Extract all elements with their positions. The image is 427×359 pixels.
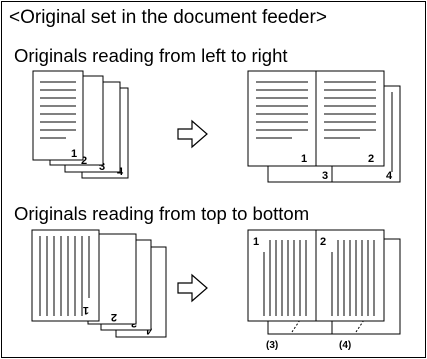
diagram-title: <Original set in the document feeder> bbox=[9, 7, 327, 28]
page-number-1: 1 bbox=[71, 148, 77, 160]
result-number-2: 2 bbox=[368, 153, 374, 165]
original-stack-top-to-bottom: 4 3 2 bbox=[31, 229, 167, 338]
result-left-to-right: 3 4 bbox=[247, 70, 401, 183]
page-number-2: 2 bbox=[81, 155, 87, 167]
rotated-page-number-1: 1 bbox=[83, 304, 89, 316]
diagram-graphics: 4 3 2 bbox=[31, 70, 401, 351]
right-arrow-icon bbox=[177, 119, 208, 149]
result-number-4: 4 bbox=[386, 170, 393, 182]
result-number-1: 1 bbox=[301, 153, 307, 165]
right-arrow-icon bbox=[177, 273, 208, 303]
rotated-page-number-2: 2 bbox=[111, 311, 117, 323]
result-front-sheet: 1 2 bbox=[247, 70, 385, 167]
page-number-3: 3 bbox=[99, 161, 105, 173]
original-page-1-rotated: 1 bbox=[31, 229, 100, 322]
section-heading-top-to-bottom: Originals reading from top to bottom bbox=[14, 203, 310, 224]
original-page-1: 1 bbox=[32, 70, 84, 161]
result-top-to-bottom: 1 2 (3) (4) bbox=[247, 229, 401, 351]
result-number-1-top: 1 bbox=[253, 236, 259, 248]
original-stack-left-to-right: 4 3 2 bbox=[32, 70, 129, 179]
caption-3: (3) bbox=[266, 340, 278, 351]
result-front-sheet-2: 1 2 bbox=[247, 229, 385, 322]
section-heading-left-to-right: Originals reading from left to right bbox=[14, 45, 288, 66]
caption-4: (4) bbox=[339, 340, 351, 351]
result-number-2-top: 2 bbox=[320, 236, 326, 248]
result-number-3: 3 bbox=[322, 170, 328, 182]
